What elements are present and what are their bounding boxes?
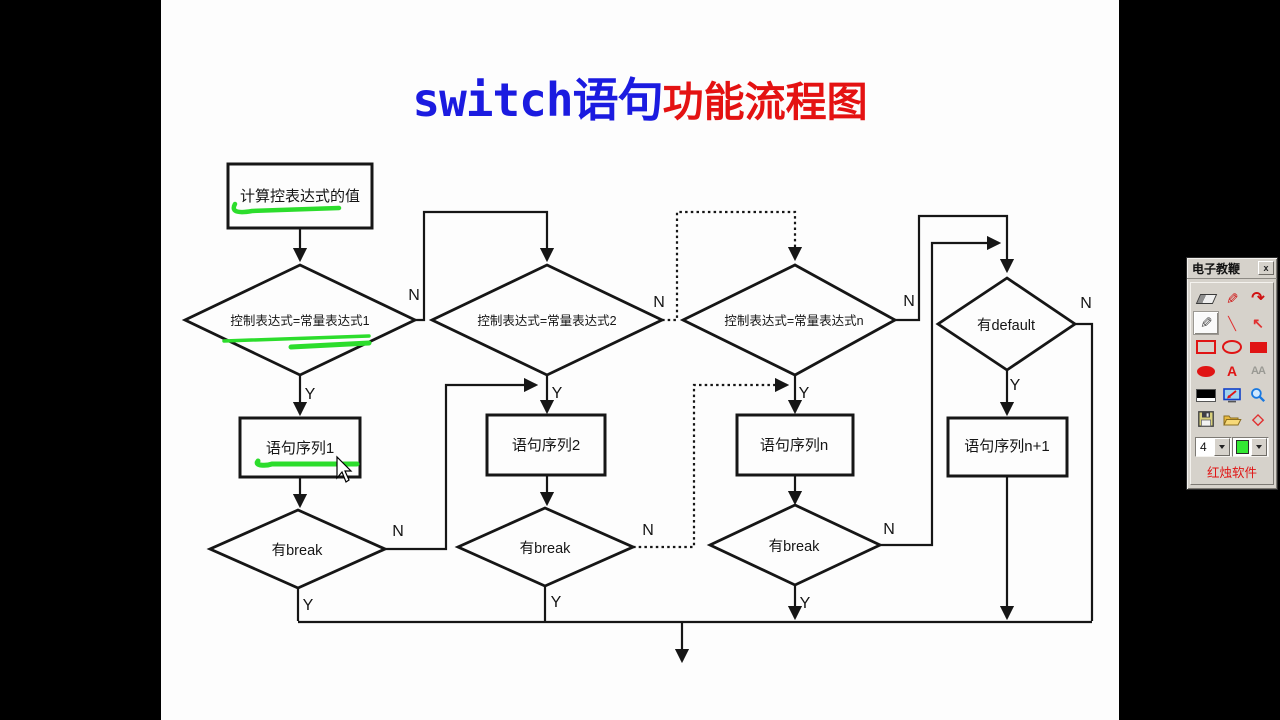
text-a-icon: A (1226, 363, 1238, 379)
text-tool-button[interactable]: A (1220, 360, 1244, 382)
pen-width-value: 4 (1200, 440, 1207, 454)
ellipse-tool-button[interactable] (1220, 336, 1244, 358)
edge-break1-no-fallthrough (385, 377, 539, 551)
title-part-switch: switch语句 (412, 73, 663, 127)
green-underline-cond1-a (222, 334, 371, 343)
green-underline-seq1 (254, 458, 360, 468)
close-button[interactable]: x (1258, 261, 1274, 275)
pen-width-dropdown-button[interactable] (1214, 438, 1230, 456)
panel-body: ✎ ↷ ✎ ╲ ↖ A AA (1190, 282, 1274, 485)
condn-yes-label: Y (799, 385, 810, 402)
edge-default-no (1075, 322, 1094, 621)
diamond-outline-icon: ◇ (1252, 410, 1264, 428)
line-icon: ╲ (1228, 315, 1236, 331)
arrow-northwest-icon: ↖ (1252, 315, 1264, 331)
save-icon (1198, 411, 1214, 427)
save-tool-button[interactable] (1194, 408, 1218, 430)
ellipse-filled-icon (1197, 365, 1215, 377)
break3-label: 有break (769, 538, 821, 555)
flowchart: 计算控表达式的值 控制表达式=常量表达式1 N Y 语句序列1 有break Y… (181, 162, 1094, 664)
marker-tool-button[interactable]: ✎ (1193, 311, 1219, 335)
chevron-down-icon (1256, 445, 1262, 449)
text-outline-tool-button[interactable]: AA (1246, 360, 1270, 382)
title-part-flowchart: 功能流程图 (662, 78, 868, 126)
pen-width-select[interactable]: 4 (1195, 437, 1232, 457)
seqn-label: 语句序列n (760, 437, 828, 454)
cond2-yes-label: Y (552, 385, 563, 402)
screen-tool-button[interactable] (1220, 384, 1244, 406)
panel-titlebar[interactable]: 电子教鞭 x (1187, 258, 1277, 279)
diamond-tool-button[interactable]: ◇ (1246, 408, 1270, 430)
green-underline-start (231, 201, 342, 215)
open-tool-button[interactable] (1220, 408, 1244, 430)
brand-label: 红烛软件 (1206, 466, 1257, 480)
tool-grid: ✎ ↷ ✎ ╲ ↖ A AA (1193, 287, 1271, 431)
edge-break3-no-fallthrough (880, 235, 1002, 547)
default-yes-label: Y (1010, 377, 1021, 394)
text-aa-icon: AA (1251, 364, 1266, 377)
arrow-tool-button[interactable]: ↖ (1246, 312, 1270, 334)
open-folder-icon (1222, 415, 1242, 425)
edge-condn-no (895, 214, 1015, 322)
break1-label: 有break (272, 542, 324, 559)
annotation-tool-window: 电子教鞭 x ✎ ↷ ✎ ╲ ↖ A AA (1186, 257, 1278, 490)
break3-yes-label: Y (800, 595, 811, 612)
brush-icon: ↷ (1251, 290, 1265, 307)
zoom-tool-button[interactable] (1246, 384, 1270, 406)
seq1-label: 语句序列1 (266, 440, 334, 457)
rectangle-filled-icon (1249, 341, 1267, 353)
black-swatch-icon (1196, 388, 1216, 402)
condn-no-label: N (903, 293, 915, 310)
pen-color-dropdown-button[interactable] (1251, 438, 1267, 456)
eraser-tool-button[interactable] (1194, 288, 1218, 310)
edge-break2-no-fallthrough-dotted (633, 377, 790, 549)
panel-title: 电子教鞭 (1192, 261, 1241, 276)
filled-ellipse-tool-button[interactable] (1194, 360, 1218, 382)
break1-no-label: N (392, 523, 404, 540)
break2-yes-label: Y (551, 594, 562, 611)
break2-label: 有break (520, 540, 572, 557)
edge-cond2-no-dotted (662, 210, 803, 322)
brush-tool-button[interactable]: ↷ (1246, 288, 1270, 310)
filled-rectangle-tool-button[interactable] (1246, 336, 1270, 358)
line-tool-button[interactable]: ╲ (1220, 312, 1244, 334)
blackboard-tool-button[interactable] (1194, 384, 1218, 406)
green-underline-cond1-b (288, 340, 372, 350)
chevron-down-icon (1219, 445, 1225, 449)
pen-tool-button[interactable]: ✎ (1220, 288, 1244, 310)
cond2-label: 控制表达式=常量表达式2 (477, 314, 616, 328)
mouse-cursor (336, 455, 353, 483)
combo-row: 4 (1195, 437, 1269, 457)
break2-no-label: N (642, 522, 654, 539)
condn-label: 控制表达式=常量表达式n (724, 314, 863, 328)
pen-color-swatch (1236, 440, 1249, 454)
default-label: 有default (977, 317, 1035, 334)
default-no-label: N (1080, 295, 1092, 312)
start-box-label: 计算控表达式的值 (240, 187, 360, 205)
cond1-label: 控制表达式=常量表达式1 (230, 314, 369, 328)
eraser-icon (1195, 294, 1217, 304)
slide-area: switch语句功能流程图 计算控表达式的值 控制表达式=常量表达式1 N Y (161, 0, 1119, 720)
edge-cond1-no (415, 210, 555, 322)
screen-capture-icon (1222, 387, 1241, 402)
rectangle-outline-icon (1196, 340, 1216, 354)
seq2-label: 语句序列2 (512, 437, 580, 454)
pen-color-select[interactable] (1232, 437, 1269, 457)
magnifier-icon (1251, 388, 1266, 403)
seqn1-label: 语句序列n+1 (964, 438, 1049, 455)
cond1-yes-label: Y (305, 386, 316, 403)
break1-yes-label: Y (303, 597, 314, 614)
seq2-box (485, 413, 607, 477)
rectangle-tool-button[interactable] (1194, 336, 1218, 358)
ellipse-outline-icon (1222, 340, 1242, 354)
break3-no-label: N (883, 521, 895, 538)
pen-icon: ✎ (1225, 290, 1239, 308)
start-box (226, 162, 374, 230)
cond2-no-label: N (653, 294, 665, 311)
cond1-no-label: N (408, 287, 420, 304)
page-title: switch语句功能流程图 (161, 64, 1119, 130)
marker-icon: ✎ (1199, 314, 1213, 332)
